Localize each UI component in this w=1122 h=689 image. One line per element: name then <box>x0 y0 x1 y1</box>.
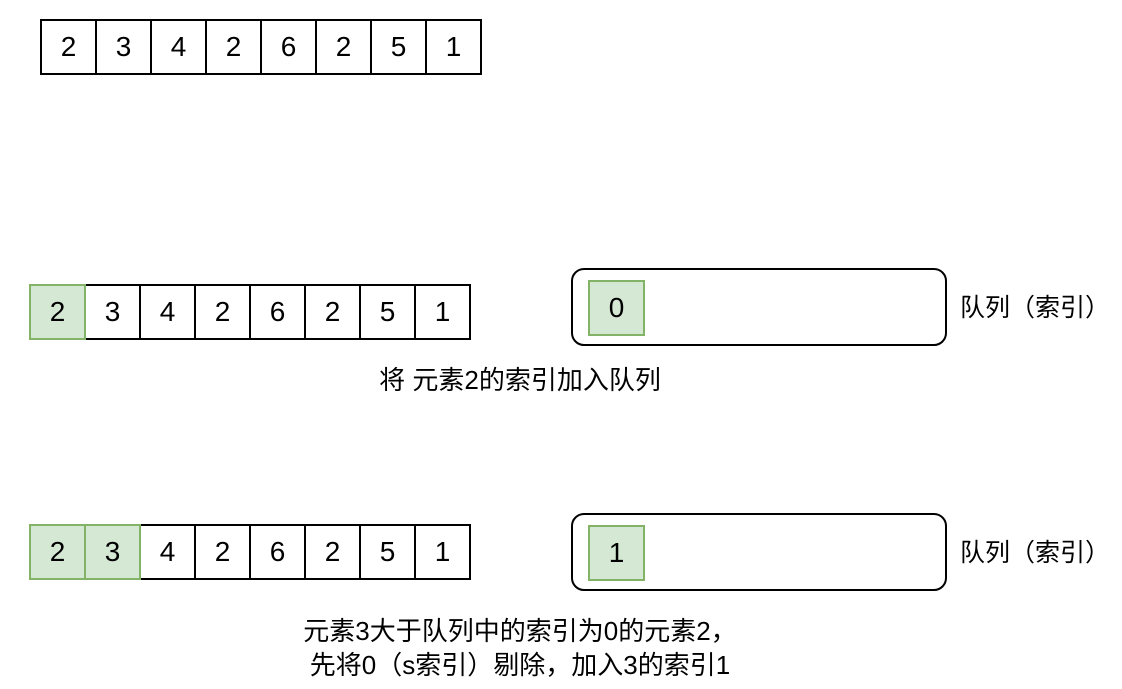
array-cell: 2 <box>205 19 262 75</box>
array-cell: 5 <box>370 19 427 75</box>
array-cell: 2 <box>194 284 251 340</box>
caption-step1: 将 元素2的索引加入队列 <box>379 365 661 395</box>
array-cell: 4 <box>150 19 207 75</box>
caption-step2-line1: 元素3大于队列中的索引为0的元素2， <box>303 616 737 646</box>
queue-label-step2: 队列（索引） <box>960 539 1111 567</box>
array-cell: 5 <box>359 524 416 580</box>
array-cell: 4 <box>139 524 196 580</box>
array-cell: 2 <box>40 19 97 75</box>
array-row-step2: 2 3 4 2 6 2 5 1 <box>29 524 471 580</box>
array-cell-highlighted: 3 <box>84 524 141 580</box>
array-cell: 2 <box>315 19 372 75</box>
queue-box-step2: 1 <box>571 513 947 591</box>
array-cell: 3 <box>84 284 141 340</box>
array-cell: 2 <box>304 284 361 340</box>
caption-step2-line2: 先将0（s索引）剔除，加入3的索引1 <box>309 650 731 680</box>
queue-cell: 0 <box>588 280 645 336</box>
queue-label-step1: 队列（索引） <box>960 294 1111 322</box>
caption-step2: 元素3大于队列中的索引为0的元素2， 先将0（s索引）剔除，加入3的索引1 <box>0 614 1040 682</box>
array-cell: 1 <box>414 524 471 580</box>
array-row-step1: 2 3 4 2 6 2 5 1 <box>29 284 471 340</box>
array-cell-highlighted: 2 <box>29 284 86 340</box>
array-cell: 6 <box>260 19 317 75</box>
array-cell: 5 <box>359 284 416 340</box>
array-cell-highlighted: 2 <box>29 524 86 580</box>
array-cell: 3 <box>95 19 152 75</box>
array-cell: 2 <box>304 524 361 580</box>
array-cell: 2 <box>194 524 251 580</box>
array-cell: 1 <box>425 19 482 75</box>
array-cell: 6 <box>249 524 306 580</box>
queue-box-step1: 0 <box>571 268 947 346</box>
array-cell: 4 <box>139 284 196 340</box>
array-row-initial: 2 3 4 2 6 2 5 1 <box>40 19 482 75</box>
queue-cell: 1 <box>588 525 645 581</box>
array-cell: 6 <box>249 284 306 340</box>
array-cell: 1 <box>414 284 471 340</box>
